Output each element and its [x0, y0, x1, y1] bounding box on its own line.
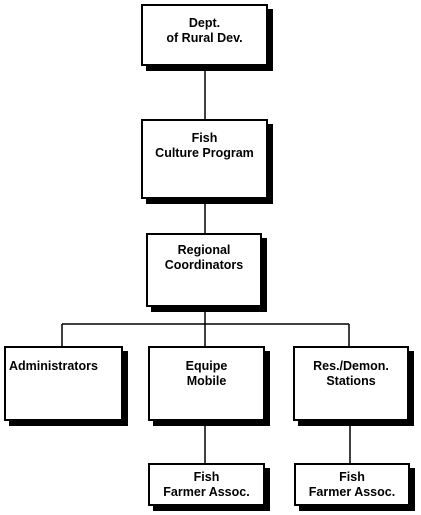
- box-label-line: Fish: [193, 470, 220, 484]
- fish-farmer-assoc-box-left: Fish Farmer Assoc.: [148, 463, 265, 506]
- box-label-line: Coordinators: [164, 258, 244, 272]
- box-label-line: Regional: [177, 243, 231, 257]
- administrators-box: Administrators: [4, 346, 123, 421]
- equipe-mobile-box: Equipe Mobile: [148, 346, 265, 421]
- dept-rural-dev-box: Dept. of Rural Dev.: [141, 4, 268, 66]
- box-label-line: Stations: [326, 374, 376, 388]
- fish-culture-program-box: Fish Culture Program: [141, 119, 268, 199]
- box-label-line: Fish: [191, 131, 218, 145]
- box-label-line: Dept.: [188, 16, 221, 30]
- box-label-line: Farmer Assoc.: [163, 485, 250, 499]
- box-label-line: Administrators: [9, 359, 98, 373]
- box-label-line: Mobile: [186, 374, 227, 388]
- box-label-line: Culture Program: [155, 146, 254, 160]
- box-label-line: Farmer Assoc.: [308, 485, 396, 499]
- fish-farmer-assoc-box-right: Fish Farmer Assoc.: [294, 463, 410, 506]
- box-label-line: Res./Demon.: [313, 359, 389, 373]
- box-label-line: Fish: [339, 470, 365, 484]
- res-demon-stations-box: Res./Demon. Stations: [293, 346, 409, 421]
- regional-coordinators-box: Regional Coordinators: [146, 233, 262, 307]
- box-label-line: of Rural Dev.: [166, 31, 243, 45]
- box-label-line: Equipe: [185, 359, 228, 373]
